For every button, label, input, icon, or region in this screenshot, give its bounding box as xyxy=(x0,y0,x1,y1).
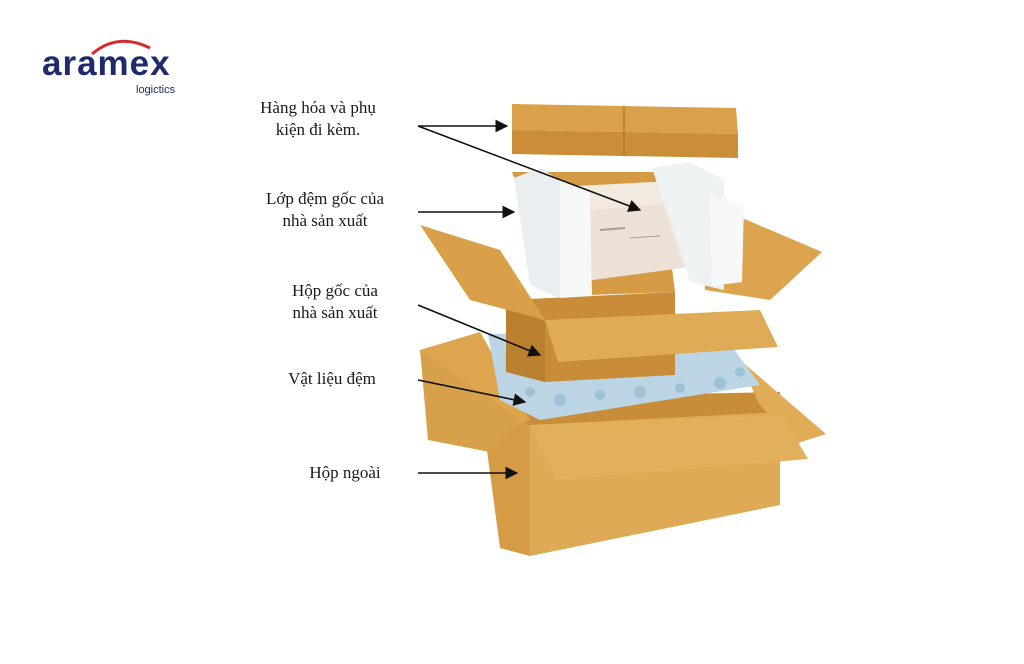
label-inner-cushion: Lớp đệm gốc của nhà sản xuất xyxy=(265,189,385,230)
logo-wordmark: aramex xyxy=(42,44,171,83)
label-fill-material: Vật liệu đệm xyxy=(288,369,376,388)
label-outer-box: Hộp ngoài xyxy=(309,463,381,482)
arrow-fill-material xyxy=(417,379,527,406)
logo-arc-icon xyxy=(91,39,151,56)
arrow-inner-box xyxy=(417,304,542,357)
logo-subtitle: logictics xyxy=(136,84,176,96)
outer-box xyxy=(420,332,826,556)
box-lid xyxy=(512,104,738,158)
aramex-logo: aramex logictics xyxy=(40,34,200,104)
label-goods: Hàng hóa và phụ kiện đi kèm. xyxy=(260,98,376,139)
label-inner-box: Hộp gốc của nhà sản xuất xyxy=(292,281,378,322)
arrow-goods-product xyxy=(417,125,642,212)
product-with-cushions xyxy=(514,162,744,298)
callout-arrows xyxy=(417,119,642,480)
